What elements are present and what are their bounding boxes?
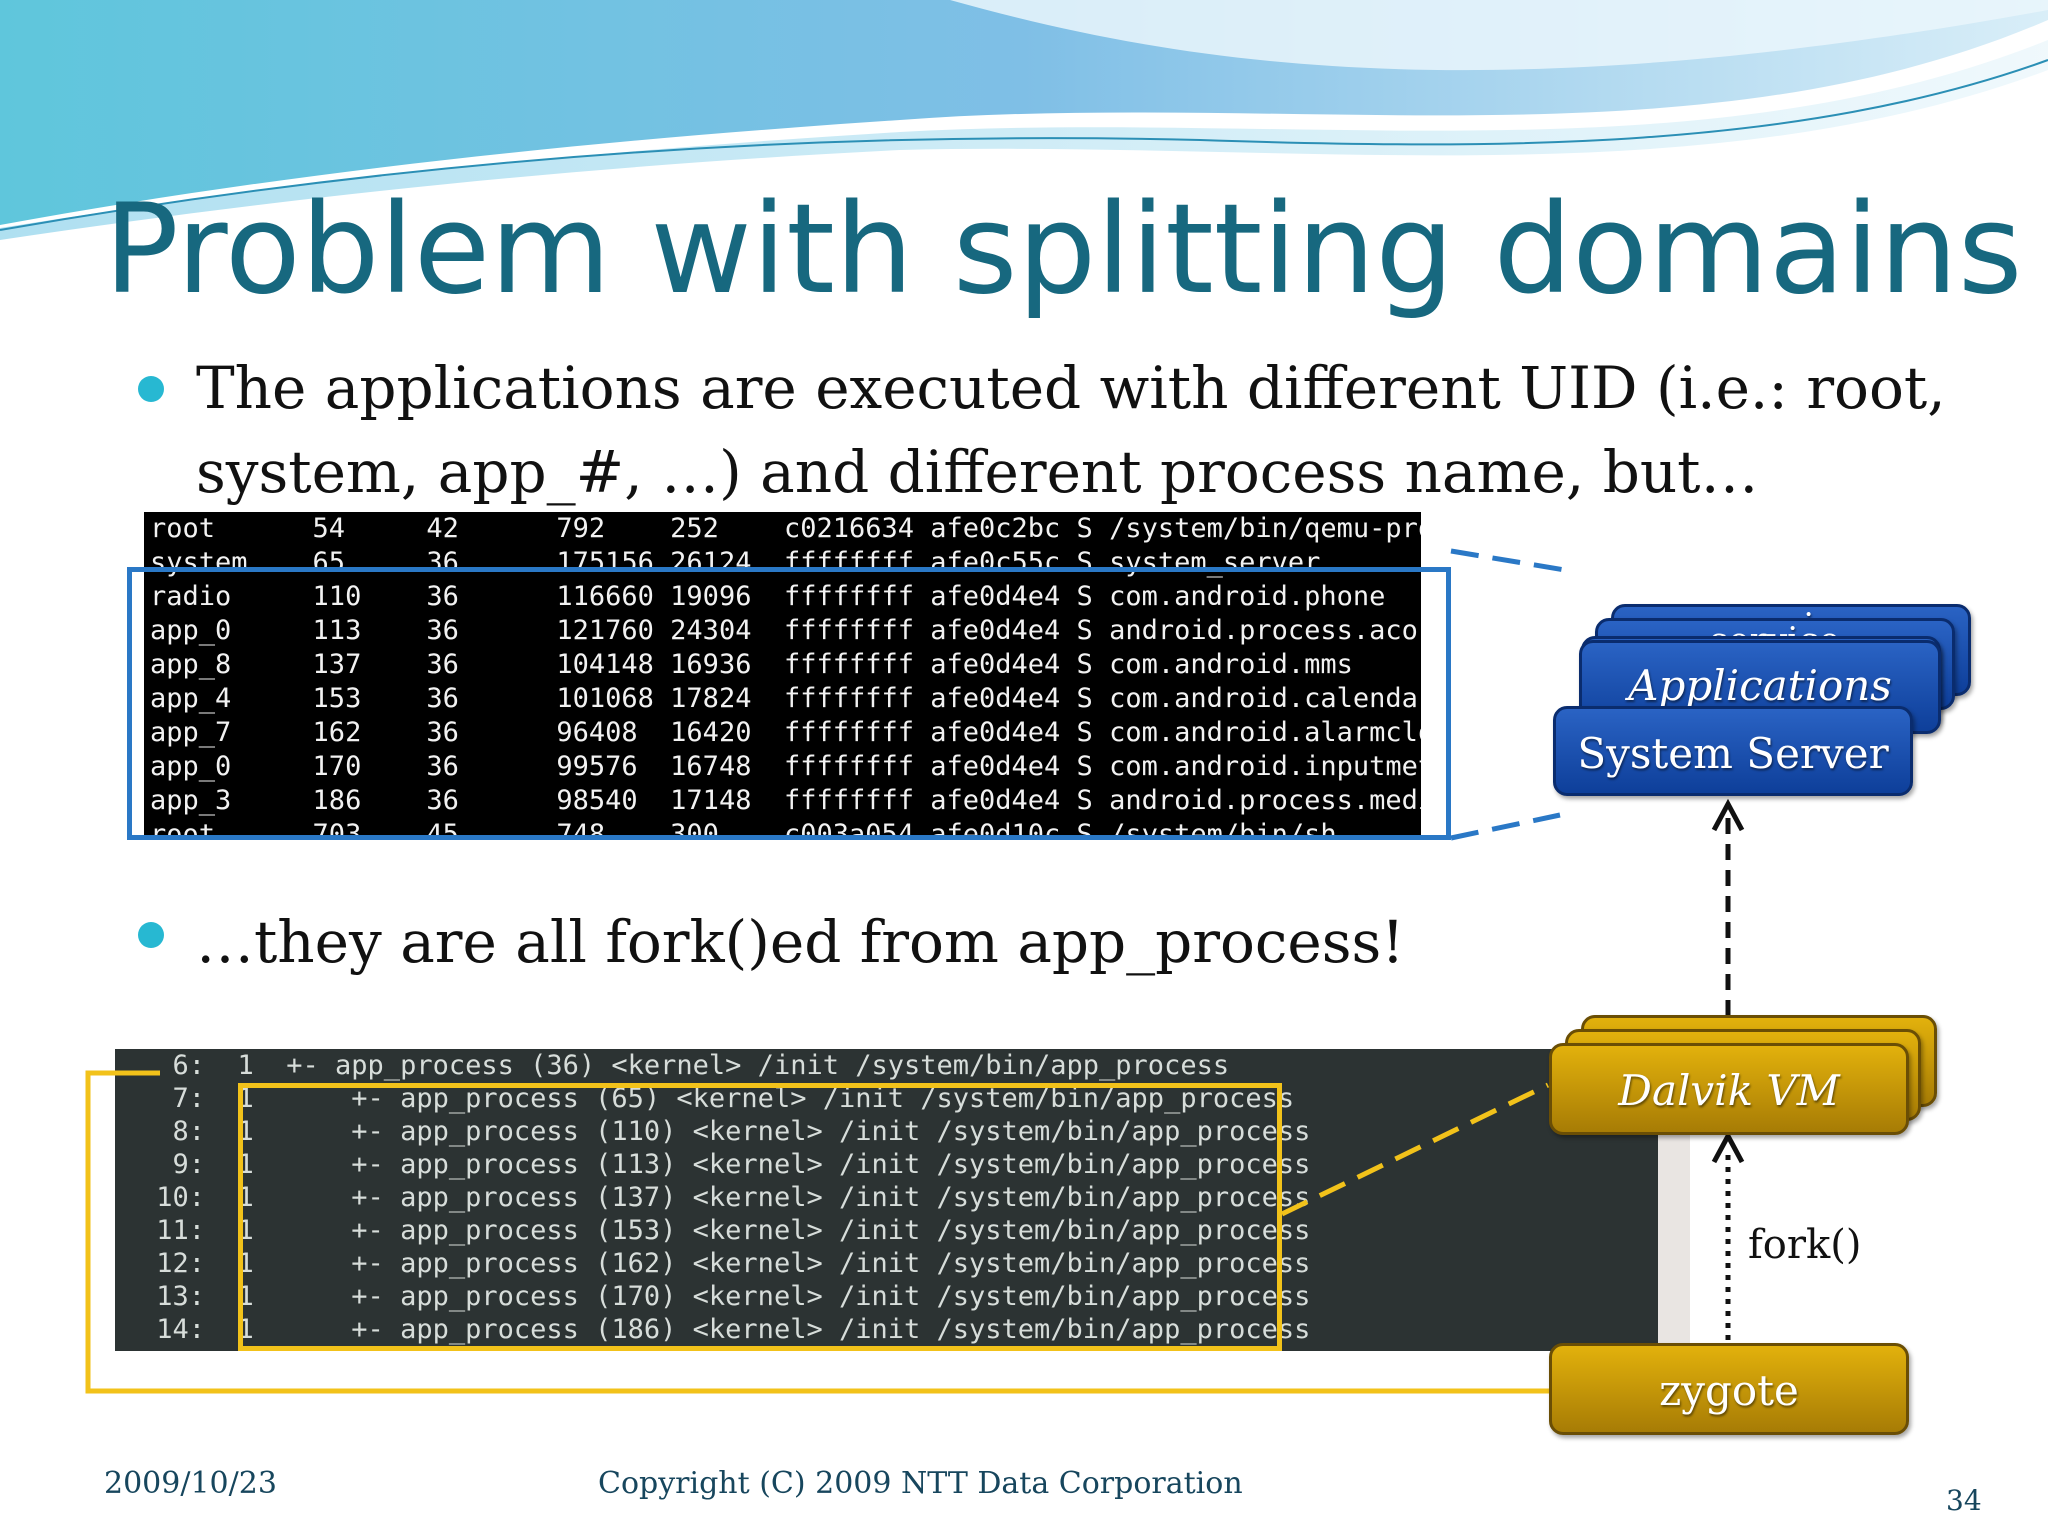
tree-row-number: 7: [172,1083,205,1114]
header-wave-decoration [0,0,2048,240]
process-list-terminal: root 54 42 792 252 c0216634 afe0c2bc S /… [144,512,1421,836]
system-server-box: System Server [1553,706,1913,796]
footer-copyright: Copyright (C) 2009 NTT Data Corporation [598,1466,1243,1501]
bullet-uid-explanation: The applications are executed with diffe… [138,346,2018,516]
tree-row-number: 13: [156,1281,205,1312]
footer-date: 2009/10/23 [104,1466,277,1501]
tree-row-text: 1 +- app_process (36) <kernel> /init /sy… [205,1050,1230,1081]
process-highlight-frame [127,567,1451,840]
process-row: system 65 36 175156 26124 ffffffff afe0c… [150,547,1321,578]
dalvik-vm-box: Dalvik VM [1549,1043,1909,1135]
process-row: app_7 162 36 96408 16420 ffffffff afe0d4… [150,717,1421,748]
tree-row-number: 10: [156,1182,205,1213]
arrow-up-icon [1711,798,1745,832]
tree-row-number: 9: [172,1149,205,1180]
process-row: app_3 186 36 98540 17148 ffffffff afe0d4… [150,785,1421,816]
process-row: app_0 113 36 121760 24304 ffffffff afe0d… [150,615,1421,646]
slide-title: Problem with splitting domains [104,178,2023,322]
tree-row-number: 14: [156,1314,205,1345]
bullet-forked-from-app-process: …they are all fork()ed from app_process! [138,900,1438,990]
fork-label: fork() [1748,1222,1862,1268]
tree-row-number: 6: [172,1050,205,1081]
bullet-text-line2: system, app_#, …) and different process … [196,438,1759,506]
zygote-box: zygote [1549,1343,1909,1435]
bullet-dot-icon [138,376,164,402]
forked-children-highlight-frame [238,1083,1282,1351]
tree-row-number: 11: [156,1215,205,1246]
process-row: app_4 153 36 101068 17824 ffffffff afe0d… [150,683,1421,714]
blue-dashed-connector-bottom [1450,812,1561,841]
tree-row-number: 8: [172,1116,205,1147]
arrow-up-icon [1711,1130,1745,1164]
zygote-column-backdrop [1658,1132,1690,1352]
process-row: root 703 45 748 300 c003a054 afe0d10c S … [150,819,1337,836]
process-row: app_0 170 36 99576 16748 ffffffff afe0d4… [150,751,1421,782]
blue-dashed-connector-top [1450,548,1566,573]
bullet-text-line1: The applications are executed with diffe… [196,354,1946,422]
tree-row: 6: 1 +- app_process (36) <kernel> /init … [115,1049,1229,1082]
process-row: radio 110 36 116660 19096 ffffffff afe0d… [150,581,1386,612]
bullet-dot-icon [138,922,164,948]
bullet-text: …they are all fork()ed from app_process! [196,908,1405,976]
tree-row-number: 12: [156,1248,205,1279]
process-row: app_8 137 36 104148 16936 ffffffff afe0d… [150,649,1353,680]
page-number: 34 [1946,1484,1982,1517]
process-row: root 54 42 792 252 c0216634 afe0c2bc S /… [150,513,1421,544]
